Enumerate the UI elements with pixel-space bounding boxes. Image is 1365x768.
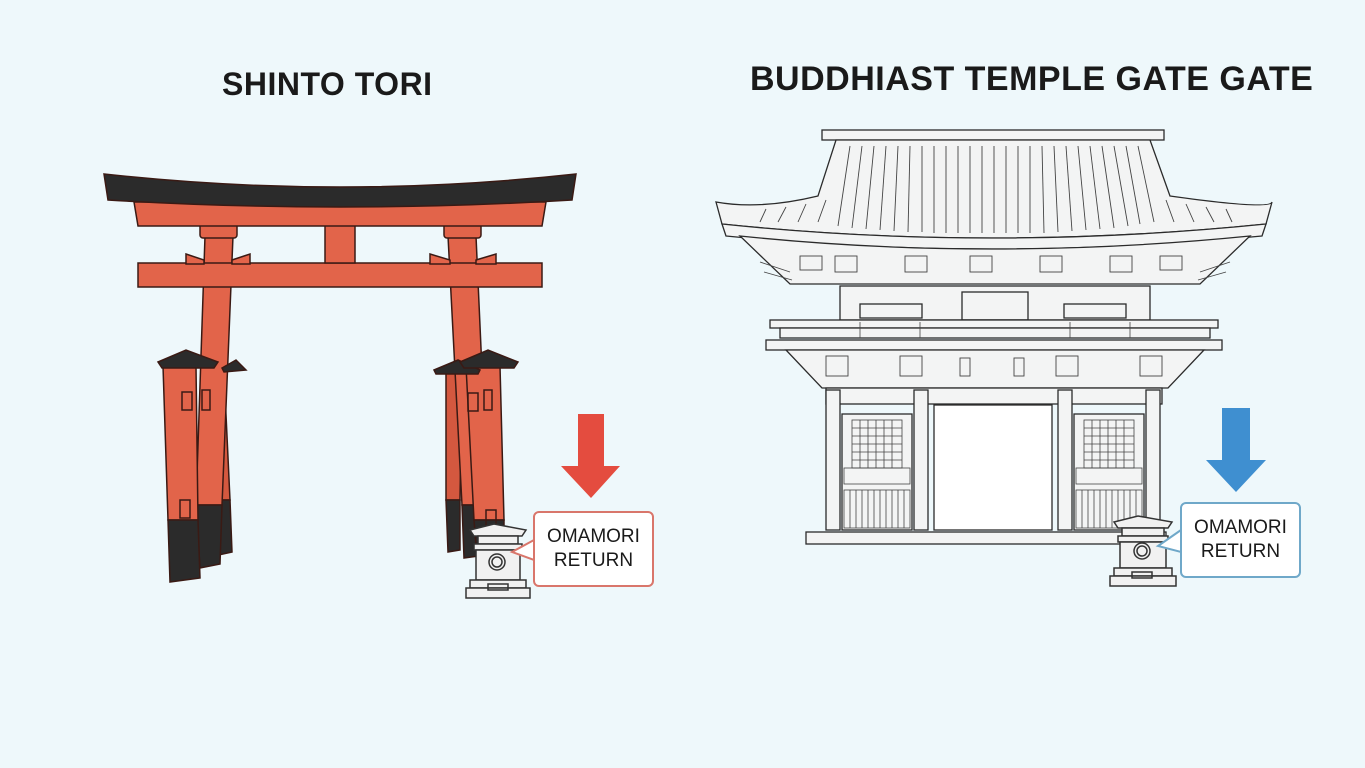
torii-gate-illustration (103, 173, 577, 583)
stone-lantern-right-icon (1109, 515, 1177, 587)
shinto-tori-title: SHINTO TORI (222, 66, 433, 102)
down-arrow-blue-icon (1206, 408, 1266, 492)
buddhist-temple-gate-title: BUDDHIAST TEMPLE GATE GATE (750, 60, 1314, 98)
callout-left-line1: OMAMORI (547, 526, 640, 547)
omamori-return-callout-left: OMAMORI RETURN (533, 511, 654, 587)
omamori-return-callout-right: OMAMORI RETURN (1180, 502, 1301, 578)
callout-left-line2: RETURN (553, 550, 634, 571)
temple-gate-illustration (715, 129, 1273, 545)
stone-lantern-left-icon (465, 523, 531, 599)
callout-right-line1: OMAMORI (1194, 517, 1287, 538)
down-arrow-red-icon (561, 414, 620, 498)
callout-right-line2: RETURN (1200, 541, 1281, 562)
